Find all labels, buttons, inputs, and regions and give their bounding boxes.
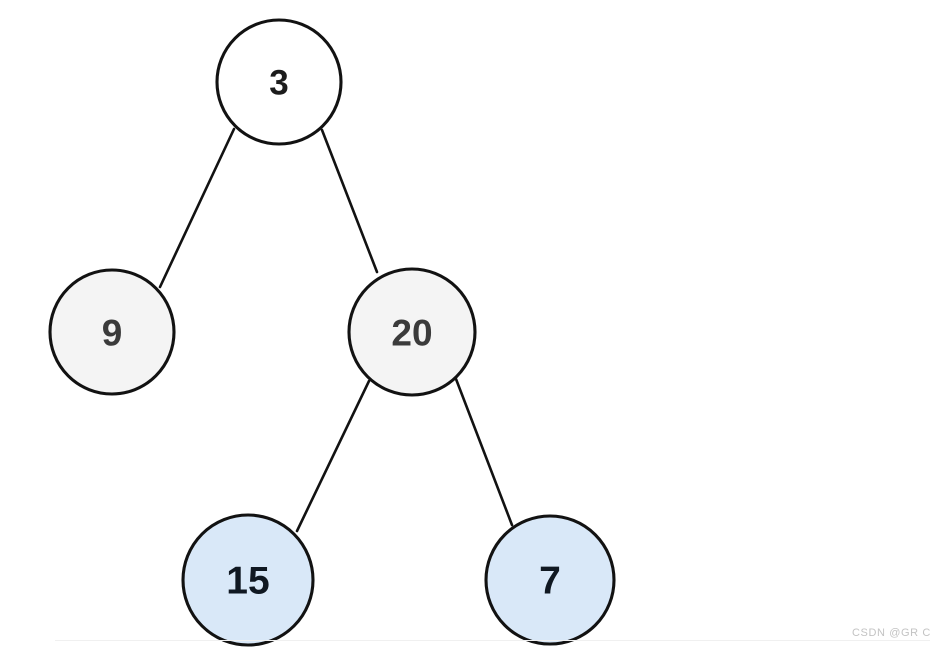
node-circle-3[interactable] <box>215 18 343 146</box>
tree-node-20[interactable]: 20 <box>347 267 477 397</box>
tree-node-15[interactable]: 15 <box>181 513 315 647</box>
tree-edge-root-to-left <box>158 127 236 289</box>
tree-node-7[interactable]: 7 <box>484 514 616 646</box>
node-value-7: 7 <box>539 560 561 603</box>
watermark-label: CSDN @GR C <box>852 627 930 639</box>
node-value-9: 9 <box>102 313 123 354</box>
tree-node-3[interactable]: 3 <box>215 18 343 146</box>
node-circle-7[interactable] <box>484 514 616 646</box>
node-value-20: 20 <box>391 313 432 354</box>
tree-node-9[interactable]: 9 <box>48 268 176 396</box>
node-circle-20[interactable] <box>347 267 477 397</box>
tree-edge-right-to-right-left <box>295 379 371 533</box>
bottom-divider <box>55 640 930 641</box>
nodes-group: 3 9 20 15 7 <box>48 18 616 647</box>
node-circle-9[interactable] <box>48 268 176 396</box>
node-value-3: 3 <box>269 64 288 103</box>
node-circle-15[interactable] <box>181 513 315 647</box>
tree-edge-root-to-right <box>320 128 379 274</box>
node-value-15: 15 <box>226 560 269 603</box>
tree-edge-right-to-right-right <box>454 377 514 527</box>
edges-group <box>158 127 514 533</box>
